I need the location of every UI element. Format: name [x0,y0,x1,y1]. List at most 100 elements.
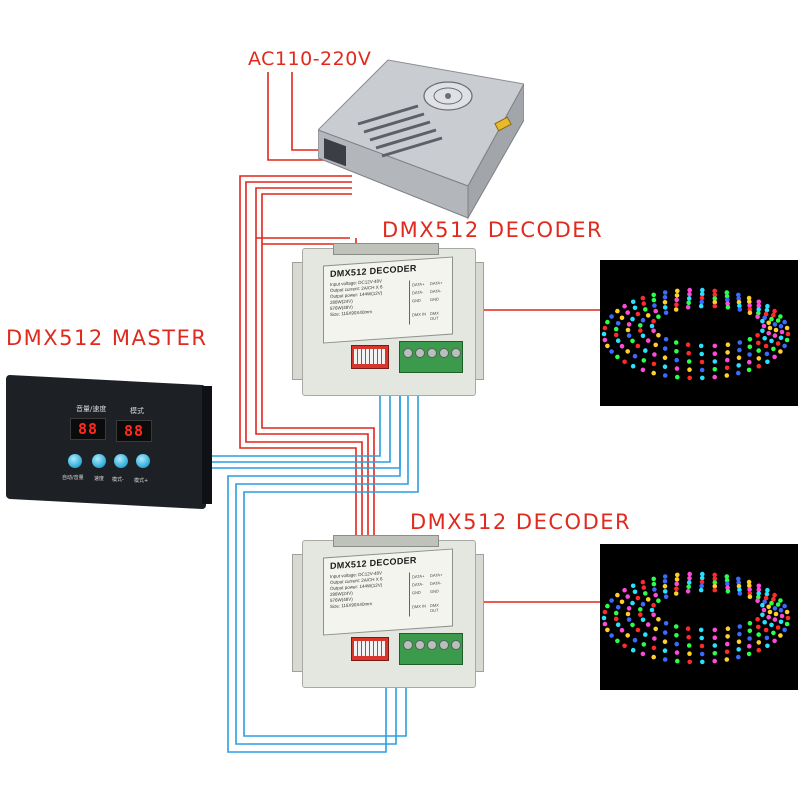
led-dot [625,310,630,315]
led-dot [602,609,608,615]
speed-button[interactable] [92,454,106,468]
led-dot [686,350,691,356]
right-segment-display: 88 [116,420,152,442]
power-supply-unit [318,59,524,220]
led-dot [645,622,651,627]
led-dot [736,576,741,582]
led-dot [622,643,627,649]
led-dot [602,325,608,331]
led-dot [605,603,610,609]
led-dot [663,337,669,342]
led-dot [755,617,760,622]
led-dot [605,319,610,325]
led-dot [782,627,787,633]
led-dot [772,617,778,622]
led-dot [656,333,661,338]
led-dot [767,609,773,615]
led-dot [675,572,680,578]
led-dot [640,295,646,301]
led-dot [685,342,691,347]
led-dot [737,340,743,345]
led-dot [643,632,648,637]
led-dot [673,307,679,312]
led-dot [760,602,765,608]
led-dot [747,337,753,342]
led-dot [605,343,610,349]
dip-switch-icon[interactable] [351,345,389,369]
led-dot [674,650,680,655]
led-dot [613,326,619,332]
led-dot [615,592,620,598]
led-dot [662,579,668,584]
led-dot [640,367,646,373]
led-dot [764,351,770,357]
led-dot [762,315,767,320]
led-dot [778,349,783,354]
led-dot [662,373,668,378]
auto-volume-button[interactable] [68,454,82,468]
led-dot [725,634,730,639]
led-dot [602,621,608,627]
led-dot [700,571,705,577]
led-dot [656,617,661,622]
led-dot [640,333,646,339]
led-dot [756,587,762,592]
led-dot [775,341,781,346]
dip-switch-icon[interactable] [351,637,389,661]
led-dot [651,292,656,298]
master-label: DMX512 MASTER [6,326,208,350]
led-dot [778,323,784,329]
led-dot [772,592,777,598]
led-dot [685,626,691,631]
led-dot [755,314,760,319]
led-dot [619,599,625,605]
led-dot [662,346,668,351]
led-dot [756,583,762,589]
led-dot [662,574,668,579]
terminal-block-icon [399,633,463,665]
led-dot [772,638,777,644]
power-terminal-block [333,535,439,547]
led-dot [613,610,619,616]
mode-minus-button[interactable] [114,454,128,468]
led-dot [763,595,769,601]
led-dot [662,630,668,635]
led-dot [747,310,753,315]
led-dot [662,295,668,300]
decoder-specs: Input voltage: DC12V-48V Output current:… [330,278,383,318]
led-dot [662,639,668,644]
led-dot [769,622,774,628]
mode-plus-button[interactable] [136,454,150,468]
led-dot [775,625,781,630]
led-dot [712,351,718,356]
led-dot [686,643,692,648]
led-dot [645,338,651,343]
strip-link-lines [470,309,600,603]
led-dot [778,598,783,603]
led-dot [756,640,762,645]
led-dot [632,637,638,643]
led-dot [674,633,679,638]
led-dot [775,318,781,323]
led-dot [737,347,742,353]
led-dot [662,355,668,360]
led-dot [674,357,679,363]
led-dot [601,331,607,337]
led-dot [773,327,779,333]
led-dot [699,575,705,581]
led-dot [641,301,647,306]
mode-caption: 模式 [130,407,144,415]
decoder-module-top: DMX512 DECODER Input voltage: DC12V-48V … [292,243,484,396]
led-dot [746,651,752,657]
decoder-module-bottom: DMX512 DECODER Input voltage: DC12V-48V … [292,535,484,688]
led-dot [651,602,656,608]
led-dot [630,647,636,653]
led-dot [769,600,774,606]
led-dot [765,303,770,309]
led-dot [609,633,614,638]
volume-speed-caption: 音量/速度 [76,405,107,413]
led-dot [724,290,730,295]
led-dot [756,307,761,312]
led-dot [725,357,730,363]
led-dot [763,343,769,349]
